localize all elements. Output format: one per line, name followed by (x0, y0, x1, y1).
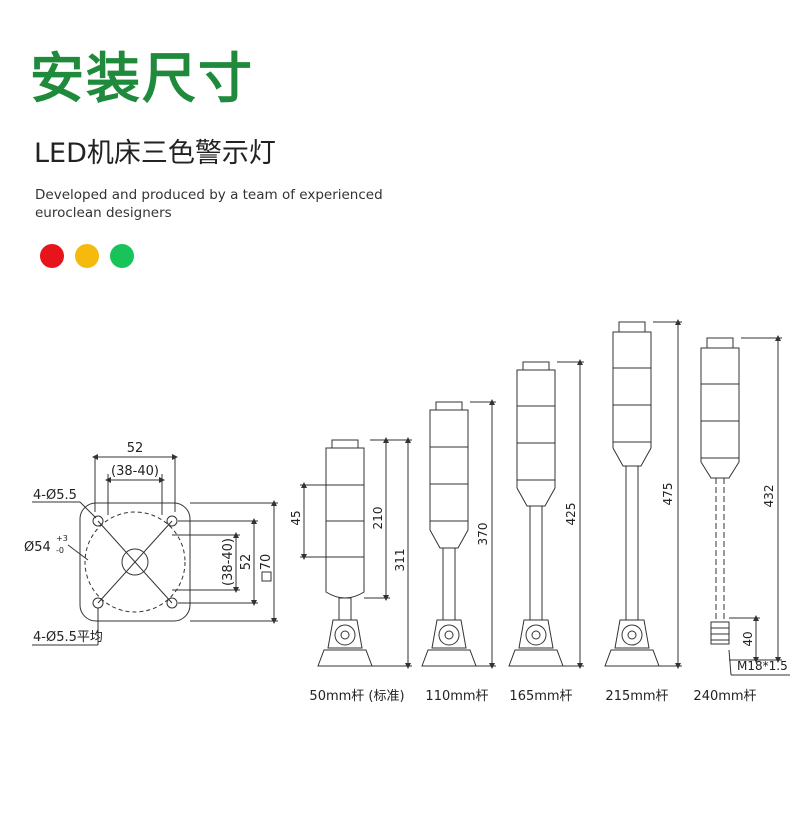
hole-label: 4-Ø5.5 (33, 488, 77, 503)
lamp-body (429, 409, 469, 549)
outer-label: 70 (259, 554, 274, 571)
lamp-caption: 215mm杆 (605, 689, 668, 704)
lamp-pole (625, 465, 639, 621)
connector-label: 40 (741, 631, 755, 646)
lamp-connector (710, 621, 730, 645)
bottom-hole-label: 4-Ø5.5平均 (33, 630, 103, 645)
yellow-dot-icon (75, 244, 99, 268)
square-symbol (261, 571, 272, 582)
inner-width-label: (38-40) (111, 464, 159, 479)
mount-hole (166, 515, 178, 527)
lamp-total-label: 370 (476, 523, 490, 546)
lamp-50mm (300, 437, 412, 669)
lamp-pole (338, 597, 352, 621)
page-subtitle: LED机床三色警示灯 (34, 138, 276, 169)
lamp-pole (529, 505, 543, 621)
height-label: 52 (239, 554, 254, 571)
lamp-body (612, 331, 652, 467)
lamp-165mm (508, 359, 584, 669)
description: Developed and produced by a team of expe… (35, 186, 395, 222)
inner-height-label: (38-40) (221, 538, 236, 586)
lamp-240mm (700, 335, 790, 676)
lamp-bracket (614, 619, 650, 649)
lamp-cap (522, 361, 550, 371)
lamp-body (325, 447, 365, 599)
lamp-total-label: 432 (762, 485, 776, 508)
lamp-pole (442, 547, 456, 621)
lamp-cap (331, 439, 359, 449)
lamp-total-label: 475 (661, 483, 675, 506)
mount-hole (166, 597, 178, 609)
base-circle (84, 511, 186, 613)
lamp-head-label: 210 (371, 507, 385, 530)
description-line: Developed and produced by a team of expe… (35, 187, 383, 203)
lamp-caption: 110mm杆 (425, 689, 488, 704)
lamp-bracket (431, 619, 467, 649)
width-label: 52 (127, 441, 144, 456)
thread-label: M18*1.5 (737, 659, 788, 673)
lamp-caption: 50mm杆 (标准) (309, 689, 404, 704)
diameter-label: Ø54 (24, 540, 51, 555)
lamp-bracket (518, 619, 554, 649)
center-hole (121, 548, 149, 576)
lamp-caption: 165mm杆 (509, 689, 572, 704)
lamp-total-label: 311 (393, 549, 407, 572)
page-title: 安装尺寸 (30, 47, 254, 110)
green-dot-icon (110, 244, 134, 268)
lamp-base (508, 649, 564, 667)
lamp-base (421, 649, 477, 667)
lamp-cap (618, 321, 646, 333)
dimension-diagram: 52 (38-40) 4-Ø5.5 Ø54 +3 -0 (38-40) 52 7… (24, 319, 790, 704)
lamp-110mm (421, 399, 496, 669)
tolerance-minus: -0 (56, 546, 64, 555)
base-plate-drawing (32, 454, 278, 646)
base-labels: 52 (38-40) 4-Ø5.5 Ø54 +3 -0 (38-40) 52 7… (24, 441, 274, 645)
mount-hole (92, 515, 104, 527)
base-plate-outline (79, 502, 191, 622)
lamp-215mm (604, 319, 682, 669)
lamp-body (516, 369, 556, 507)
lamp-cap (706, 337, 734, 349)
lamp-body (700, 347, 740, 479)
red-dot-icon (40, 244, 64, 268)
description-line: euroclean designers (35, 205, 172, 221)
lamp-caption: 240mm杆 (693, 689, 756, 704)
lamp-cap (435, 401, 463, 411)
lamp-layer-label: 45 (289, 510, 303, 525)
diagonal-line (97, 520, 173, 604)
lamp-base (317, 649, 373, 667)
lamp-total-label: 425 (564, 503, 578, 526)
lamp-base (604, 649, 660, 667)
tolerance-plus: +3 (56, 534, 68, 543)
lamp-bracket (327, 619, 363, 649)
